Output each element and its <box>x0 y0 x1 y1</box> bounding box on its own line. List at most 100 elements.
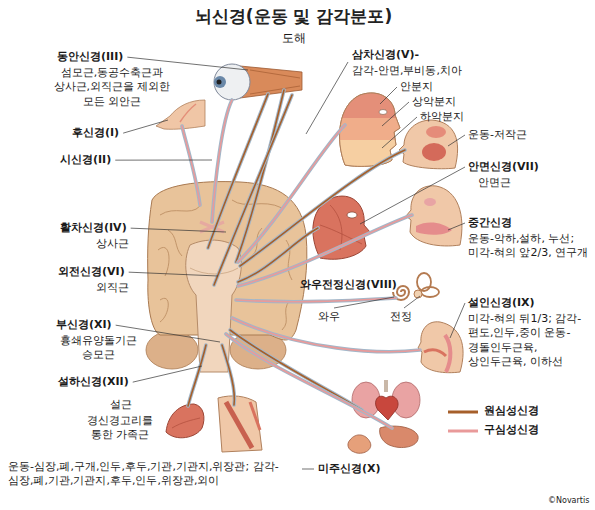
leader-line <box>133 366 202 382</box>
nerve-cord <box>230 330 362 410</box>
nerve-cord <box>232 318 420 352</box>
nerve-name: 외전신경(VI) <box>58 265 125 279</box>
nerve-name: 동안신경(III) <box>57 50 123 64</box>
eye-orbit <box>217 80 222 85</box>
nerve-cord <box>188 345 206 406</box>
trigeminal-face <box>330 85 405 118</box>
pharynx-section <box>424 350 446 356</box>
nerve-function: 운동-저작근 <box>468 128 527 142</box>
legend-label: 구심성신경 <box>484 423 539 437</box>
brain-base <box>160 206 200 215</box>
nerve-name: 안면신경(VII) <box>468 160 539 174</box>
masticator-head <box>422 143 446 161</box>
leader-line <box>306 62 348 134</box>
neck-muscle-sketch <box>218 396 262 452</box>
nerve-name: 삼차신경(V)- <box>352 48 419 62</box>
branch-label: 상악분지 <box>412 95 456 109</box>
tongue-sketch <box>166 404 204 438</box>
leader-line <box>450 303 465 338</box>
masticator-head <box>399 120 458 169</box>
nerve-cord <box>240 150 405 266</box>
nerve-function: 감각-안면,부비동,치아 <box>352 64 462 78</box>
leader-line <box>302 469 314 470</box>
brain-base <box>146 331 198 369</box>
eye-orbit <box>250 70 300 94</box>
inner-ear <box>421 287 439 297</box>
nerve-name: 미주신경(X) <box>318 462 381 476</box>
pharynx-section <box>418 322 463 373</box>
leader-line <box>448 135 465 146</box>
nerve-function: 흉쇄유양돌기근 승모근 <box>48 334 148 363</box>
visceral-organs <box>380 426 419 447</box>
leader-line <box>404 296 420 308</box>
pharynx-section <box>445 335 450 372</box>
trigeminal-face <box>379 110 387 115</box>
nerve-cord <box>222 345 234 405</box>
masticator-head <box>399 120 458 169</box>
nerve-function: 상사근 <box>96 237 129 251</box>
subtitle: 도해 <box>0 31 591 47</box>
part-label: 전정 <box>390 310 412 324</box>
nerve-cord <box>182 126 200 205</box>
nose-sketch <box>156 100 205 129</box>
brain-base <box>282 300 290 330</box>
nerve-function: 운동-악하,설하, 누선;미각-혀의 앞2/3, 연구개 <box>468 232 590 261</box>
branch-label: 안분지 <box>400 80 433 94</box>
mouth-section <box>424 198 436 206</box>
nerve-name: 부신경(XI) <box>56 318 112 332</box>
nerve-cord <box>226 334 392 428</box>
facial-muscle-face <box>320 205 362 250</box>
branch-label: 하악분지 <box>420 110 464 124</box>
watermark: ©Novartis <box>548 496 589 506</box>
nerve-function: 미각-혀의 뒤1/3; 감각-편도,인두,중이 운동-경돌인두근육, 상인두근육… <box>468 312 590 369</box>
nerve-function: 외직근 <box>96 281 129 295</box>
pharynx-section <box>418 322 463 373</box>
nerve-cord <box>230 330 362 410</box>
nerve-cord <box>212 100 232 222</box>
nerve-function: 안면근 <box>478 176 511 190</box>
nerve-cord <box>232 318 420 352</box>
nerve-name: 시신경(II) <box>60 153 111 167</box>
nerve-cord <box>188 345 206 406</box>
nose-sketch <box>156 100 205 129</box>
part-label: 와우 <box>318 310 340 324</box>
leader-line <box>382 102 409 126</box>
nerve-cord <box>222 345 234 405</box>
nerve-function: 경신경고리를 통한 가족근 <box>80 414 160 443</box>
eye-orbit <box>214 76 226 88</box>
leader-line <box>380 87 397 104</box>
nerve-name: 설하신경(XII) <box>58 375 129 389</box>
nerve-cord <box>238 215 412 286</box>
leader-line <box>334 297 394 308</box>
leader-line <box>360 167 465 224</box>
visceral-organs <box>348 380 420 453</box>
nerve-name: 활차신경(IV) <box>60 221 127 235</box>
legend-label: 원심성신경 <box>484 404 539 418</box>
nose-sketch <box>180 104 196 122</box>
nerve-name: 후신경(I) <box>72 126 119 140</box>
nerve-name: 설인신경(IX) <box>468 296 535 310</box>
nerve-cord <box>212 100 232 222</box>
brain-base <box>160 298 168 322</box>
eye-orbit <box>214 64 302 100</box>
brain-base <box>158 247 169 276</box>
legend-swatch <box>448 430 478 433</box>
leader-line <box>131 228 226 232</box>
nerve-cord <box>182 90 420 428</box>
nerve-cord <box>238 125 345 262</box>
visceral-organs <box>348 435 371 453</box>
neck-muscle-sketch <box>226 402 252 448</box>
masticator-head <box>426 126 446 138</box>
tongue-sketch <box>166 404 204 438</box>
inner-ear <box>414 290 422 298</box>
brain-base <box>186 240 242 372</box>
nerve-cord <box>182 126 200 205</box>
brain-base <box>190 268 238 274</box>
leader-line <box>123 120 168 133</box>
leader-line <box>448 223 465 230</box>
nerve-cord <box>240 150 405 266</box>
neck-muscle-sketch <box>218 396 262 452</box>
inner-ear <box>393 273 439 300</box>
legend-swatch <box>448 411 478 414</box>
